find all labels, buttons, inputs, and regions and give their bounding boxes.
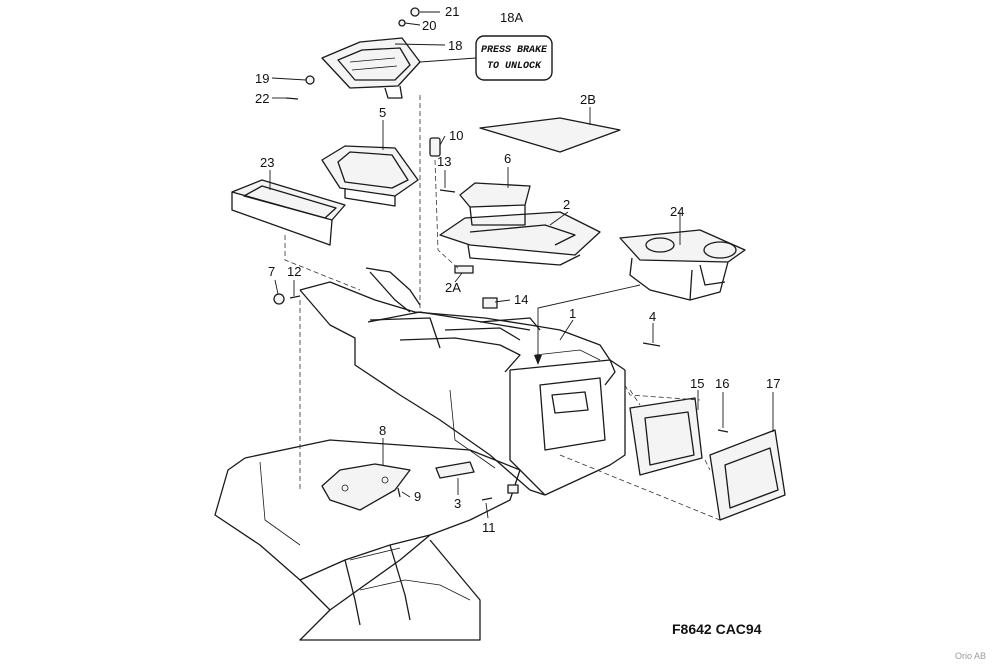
callout-12: 12 [287,264,301,279]
callout-2: 2 [563,197,570,212]
side-cover [629,397,703,476]
leader-lines [269,11,774,519]
main-console [299,267,626,496]
tray-and-mat [439,117,621,266]
storage-tray [231,179,346,246]
callout-8: 8 [379,423,386,438]
install-arrow [534,284,641,365]
floor-tunnel [214,439,521,641]
callout-7: 7 [268,264,275,279]
decal-line-2: TO UNLOCK [487,61,542,72]
callout-6: 6 [504,151,511,166]
assembly-lines [284,95,721,521]
callout-21: 21 [445,4,459,19]
lid [459,182,531,226]
callout-13: 13 [437,154,451,169]
fasteners [273,7,729,501]
callout-1: 1 [569,306,576,321]
callout-19: 19 [255,71,269,86]
callout-15: 15 [690,376,704,391]
callout-18a: 18A [500,10,523,25]
callout-numbers: 21 20 18 18A 19 22 2B 5 10 13 6 23 2 24 … [255,4,780,535]
brake-decal: PRESS BRAKE TO UNLOCK [475,35,553,81]
decal-line-1: PRESS BRAKE [481,45,548,56]
callout-11: 11 [482,520,496,535]
callout-17: 17 [766,376,780,391]
callout-4: 4 [649,309,656,324]
callout-16: 16 [715,376,729,391]
callout-2b: 2B [580,92,596,107]
shift-indicator-panel [321,37,421,99]
callout-22: 22 [255,91,269,106]
end-trim [709,429,786,521]
callout-14: 14 [514,292,528,307]
callout-20: 20 [422,18,436,33]
callout-3: 3 [454,496,461,511]
callout-24: 24 [670,204,684,219]
shift-surround [321,145,419,207]
callout-2a: 2A [445,280,461,295]
callout-18: 18 [448,38,462,53]
drawing-code: F8642 CAC94 [672,621,762,637]
cup-holder [619,229,746,301]
callout-9: 9 [414,489,421,504]
brand-watermark: Orio AB [955,651,986,661]
callout-23: 23 [260,155,274,170]
bracket [321,463,411,511]
callout-5: 5 [379,105,386,120]
callout-10: 10 [449,128,463,143]
switch [435,461,475,479]
